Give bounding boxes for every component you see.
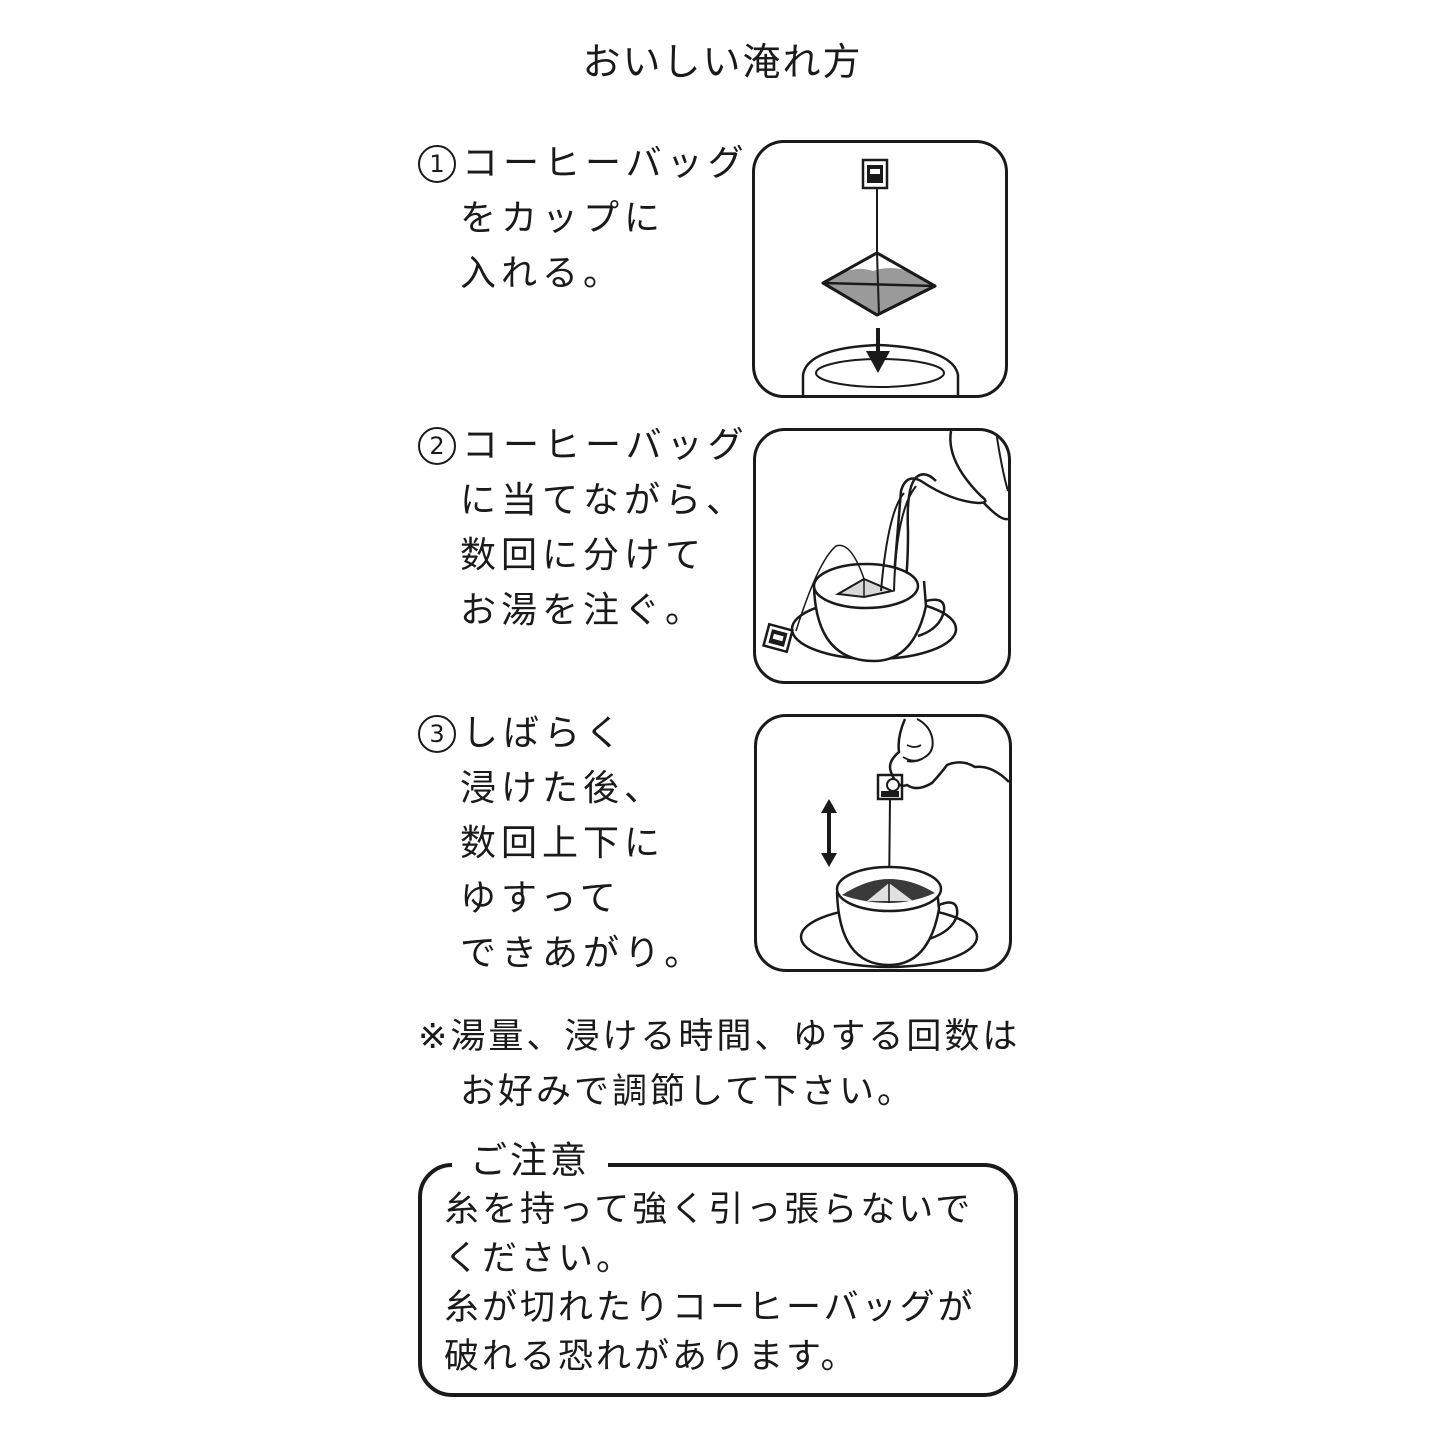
step-1-line-1: コーヒーバッグ [462, 143, 749, 184]
step-number-badge: 2 [418, 427, 456, 465]
note-line-2: お好みで調節して下さい。 [460, 1072, 915, 1112]
step-1-line-2: をカップに [460, 198, 666, 239]
caution-line-1: 糸を持って強く引っ張らないで [444, 1190, 974, 1230]
step-2-line-2: に当てながら、 [460, 480, 748, 521]
step-number-badge: 3 [418, 715, 456, 753]
step-1-line-3: 入れる。 [460, 253, 625, 294]
step-3-line-4: ゆすって [460, 878, 621, 919]
caution-line-3: 糸が切れたりコーヒーバッグが [444, 1288, 976, 1328]
step-3-line-2: 浸けた後、 [460, 768, 666, 809]
step-number-badge: 1 [418, 145, 456, 183]
step-2-illustration-panel [753, 428, 1011, 684]
caution-line-4: 破れる恐れがあります。 [444, 1337, 859, 1377]
caution-title: ご注意 [452, 1138, 608, 1184]
step-1-illustration-panel [752, 140, 1008, 398]
step-3-line-5: できあがり。 [460, 933, 706, 974]
coffee-bag-drop-illustration [801, 158, 960, 395]
caution-line-2: ください。 [444, 1239, 635, 1279]
note-line-1: 湯量、浸ける時間、ゆする回数は [450, 1017, 1021, 1057]
note-symbol: ※ [418, 1017, 451, 1057]
step-3-illustration-panel [754, 714, 1012, 972]
step-2-line-4: お湯を注ぐ。 [460, 590, 707, 631]
step-3-line-3: 数回上下に [460, 823, 666, 864]
caution-body: 糸を持って強く引っ張らないで ください。 糸が切れたりコーヒーバッグが 破れる恐… [444, 1186, 976, 1382]
step-3-line-1: しばらく [462, 713, 627, 754]
step-2-line-3: 数回に分けて [460, 535, 707, 576]
adjustment-note: ※湯量、浸ける時間、ゆする回数は お好みで調節して下さい。 [418, 1010, 1020, 1120]
shake-bag-illustration [799, 718, 1009, 969]
step-2-line-1: コーヒーバッグ [462, 425, 749, 466]
caution-box [418, 1163, 1018, 1397]
pour-hot-water-illustration [762, 431, 1008, 663]
page-title: おいしい淹れ方 [582, 40, 863, 84]
